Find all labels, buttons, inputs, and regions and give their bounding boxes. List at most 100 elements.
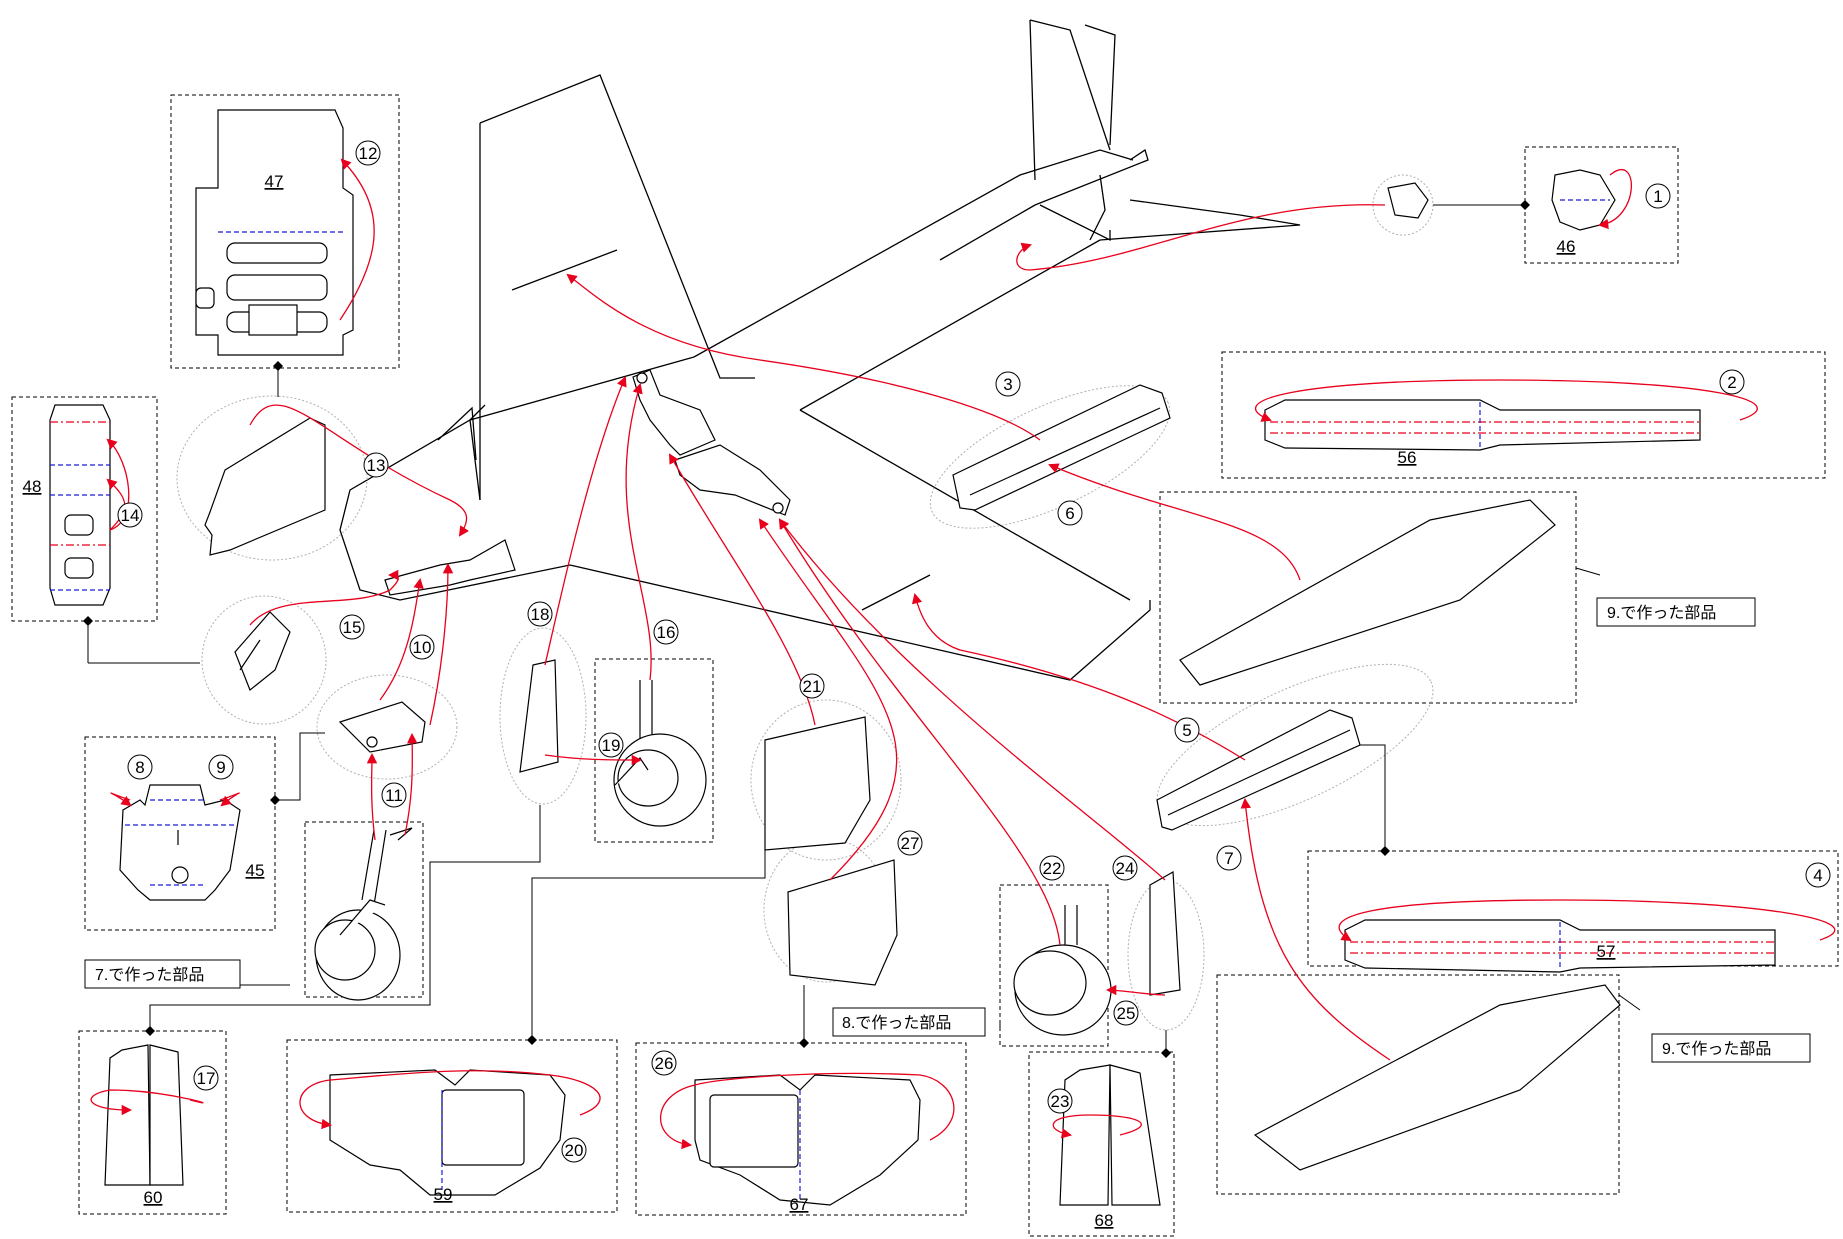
step-circle	[409, 634, 435, 660]
step-number-label: 8	[135, 758, 144, 777]
step-number-label: 17	[197, 1069, 216, 1088]
step-number-12: 12	[355, 140, 381, 166]
note-made-in-7: 7.で作った部品	[95, 966, 204, 984]
part-number-67: 67	[790, 1195, 809, 1214]
step-number-label: 26	[655, 1054, 674, 1073]
step-number-label: 15	[343, 618, 362, 637]
step-number-24: 24	[1112, 855, 1138, 881]
step-number-21: 21	[799, 673, 825, 699]
note-made-in-9-b: 9.で作った部品	[1662, 1040, 1771, 1058]
step-number-3: 3	[995, 371, 1021, 397]
step-circle	[527, 601, 553, 627]
step-circle	[339, 614, 365, 640]
step-number-label: 11	[385, 786, 403, 805]
step-number-label: 18	[531, 605, 550, 624]
note-box-made-in-7	[84, 959, 241, 989]
step-circle	[363, 452, 389, 478]
step-number-label: 13	[367, 456, 386, 475]
step-circle	[193, 1065, 219, 1091]
step-number-label: 1	[1653, 187, 1662, 206]
step-number-6: 6	[1057, 500, 1083, 526]
step-circle	[653, 619, 679, 645]
note-made-in-9-a: 9.で作った部品	[1607, 604, 1716, 622]
step-circle	[1113, 1000, 1139, 1026]
step-number-label: 25	[1117, 1004, 1136, 1023]
step-number-label: 6	[1065, 504, 1074, 523]
step-circle	[799, 673, 825, 699]
part-number-47: 47	[265, 172, 284, 191]
step-number-4: 4	[1805, 862, 1831, 888]
assembly-arrows	[90, 158, 1836, 1150]
step-circle	[1057, 500, 1083, 526]
step-number-label: 27	[901, 834, 920, 853]
step-circle	[1112, 855, 1138, 881]
step-number-label: 23	[1051, 1092, 1070, 1111]
step-number-5: 5	[1174, 717, 1200, 743]
step-number-label: 12	[359, 144, 378, 163]
step-circle	[1047, 1088, 1073, 1114]
part-number-46: 46	[1557, 237, 1576, 256]
step-number-1: 1	[1645, 183, 1671, 209]
step-number-20: 20	[561, 1137, 587, 1163]
step-number-23: 23	[1047, 1088, 1073, 1114]
step-circle	[1805, 862, 1831, 888]
step-number-2: 2	[1719, 369, 1745, 395]
step-circle	[381, 782, 407, 808]
step-number-13: 13	[363, 452, 389, 478]
part-number-60: 60	[144, 1188, 163, 1207]
step-circle	[1719, 369, 1745, 395]
step-number-label: 24	[1116, 859, 1135, 878]
step-number-7: 7	[1216, 845, 1242, 871]
gear-bay-parts	[384, 369, 791, 596]
step-number-27: 27	[897, 830, 923, 856]
step-number-22: 22	[1039, 855, 1065, 881]
step-number-label: 20	[565, 1141, 584, 1160]
step-number-9: 9	[208, 754, 234, 780]
note-box-made-in-9-a	[1596, 597, 1756, 627]
step-number-14: 14	[117, 502, 143, 528]
step-circle	[598, 732, 624, 758]
step-number-label: 10	[413, 638, 432, 657]
step-number-19: 19	[598, 732, 624, 758]
step-number-label: 5	[1182, 721, 1191, 740]
step-number-label: 9	[216, 758, 225, 777]
step-circle	[651, 1050, 677, 1076]
fold-lines	[50, 199, 1775, 1200]
part-number-57: 57	[1597, 942, 1616, 961]
step-number-label: 14	[121, 506, 140, 525]
step-number-16: 16	[653, 619, 679, 645]
step-circle	[1039, 855, 1065, 881]
step-number-15: 15	[339, 614, 365, 640]
step-circle	[1216, 845, 1242, 871]
joint-diamonds	[83, 200, 1530, 1058]
note-box-made-in-9-b	[1651, 1033, 1811, 1063]
part-number-45: 45	[246, 861, 265, 880]
part-drawings	[49, 109, 1776, 1206]
step-number-17: 17	[193, 1065, 219, 1091]
step-number-18: 18	[527, 601, 553, 627]
aircraft-outline	[339, 19, 1301, 681]
step-number-label: 2	[1727, 373, 1736, 392]
step-circle	[1174, 717, 1200, 743]
step-circle	[1645, 183, 1671, 209]
step-number-label: 7	[1224, 849, 1233, 868]
note-box-made-in-8	[832, 1007, 986, 1037]
step-number-10: 10	[409, 634, 435, 660]
note-boxes: 7.で作った部品 8.で作った部品 9.で作った部品 9.で作った部品	[84, 597, 1811, 1063]
step-circle	[995, 371, 1021, 397]
note-made-in-8: 8.で作った部品	[842, 1014, 951, 1032]
connector-lines	[87, 204, 1641, 1052]
part-number-59: 59	[434, 1185, 453, 1204]
step-circle	[561, 1137, 587, 1163]
step-circle	[897, 830, 923, 856]
part-number-56: 56	[1398, 448, 1417, 467]
step-number-26: 26	[651, 1050, 677, 1076]
step-number-label: 4	[1813, 866, 1822, 885]
step-circle	[117, 502, 143, 528]
step-circle	[208, 754, 234, 780]
part-number-48: 48	[23, 477, 42, 496]
step-number-25: 25	[1113, 1000, 1139, 1026]
